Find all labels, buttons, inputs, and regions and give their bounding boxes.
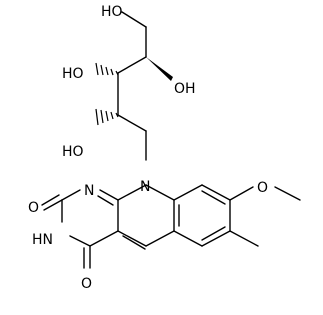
bond-c4a-c5 [117,230,147,247]
label-nh: HN [32,232,53,248]
bond-c2-o-double [41,194,60,206]
bond-c4a-c5-inner [122,235,146,250]
bond-c4-c3 [117,56,147,74]
label-o-2: O [28,200,39,216]
bond-c10a-n1-inner [97,195,114,206]
bond-c7-c6-inner [201,226,226,241]
label-o-4: O [81,276,92,292]
label-n-10: N [140,179,150,195]
bond-c8-o [229,186,254,201]
bond-n3-c4 [69,235,91,247]
wedge-c4-oh [146,57,173,81]
label-o-methoxy: O [257,180,268,196]
bond-o-ch3 [274,186,301,201]
label-n-ring: N [84,183,94,199]
bond-c9a-c9 [173,184,203,201]
bond-c7-ch3 [229,230,259,247]
bond-ch2-oh-top [121,11,147,28]
bond-c9-c8 [201,184,231,201]
bond-c9-c8-inner [201,190,226,205]
label-oh-mid: HO [62,66,84,82]
label-oh-low: HO [62,144,84,160]
bond-c6-c5a [173,230,203,247]
hash-c3-oh [95,62,119,76]
bond-c10a-n1 [99,189,119,201]
bond-n10-c10a [117,184,147,201]
bond-c2-c1 [117,114,147,132]
label-oh-top: HO [101,4,123,20]
bond-c7-c6 [201,230,231,247]
bond-c4-c4a [89,230,119,247]
bond-c5-c5a [145,230,175,247]
label-oh-right: OH [174,81,196,97]
bond-n1-c2 [61,189,81,201]
hash-c2-oh [95,108,119,126]
bond-n10-c9a [145,184,175,201]
bond-c2-o [43,199,63,211]
